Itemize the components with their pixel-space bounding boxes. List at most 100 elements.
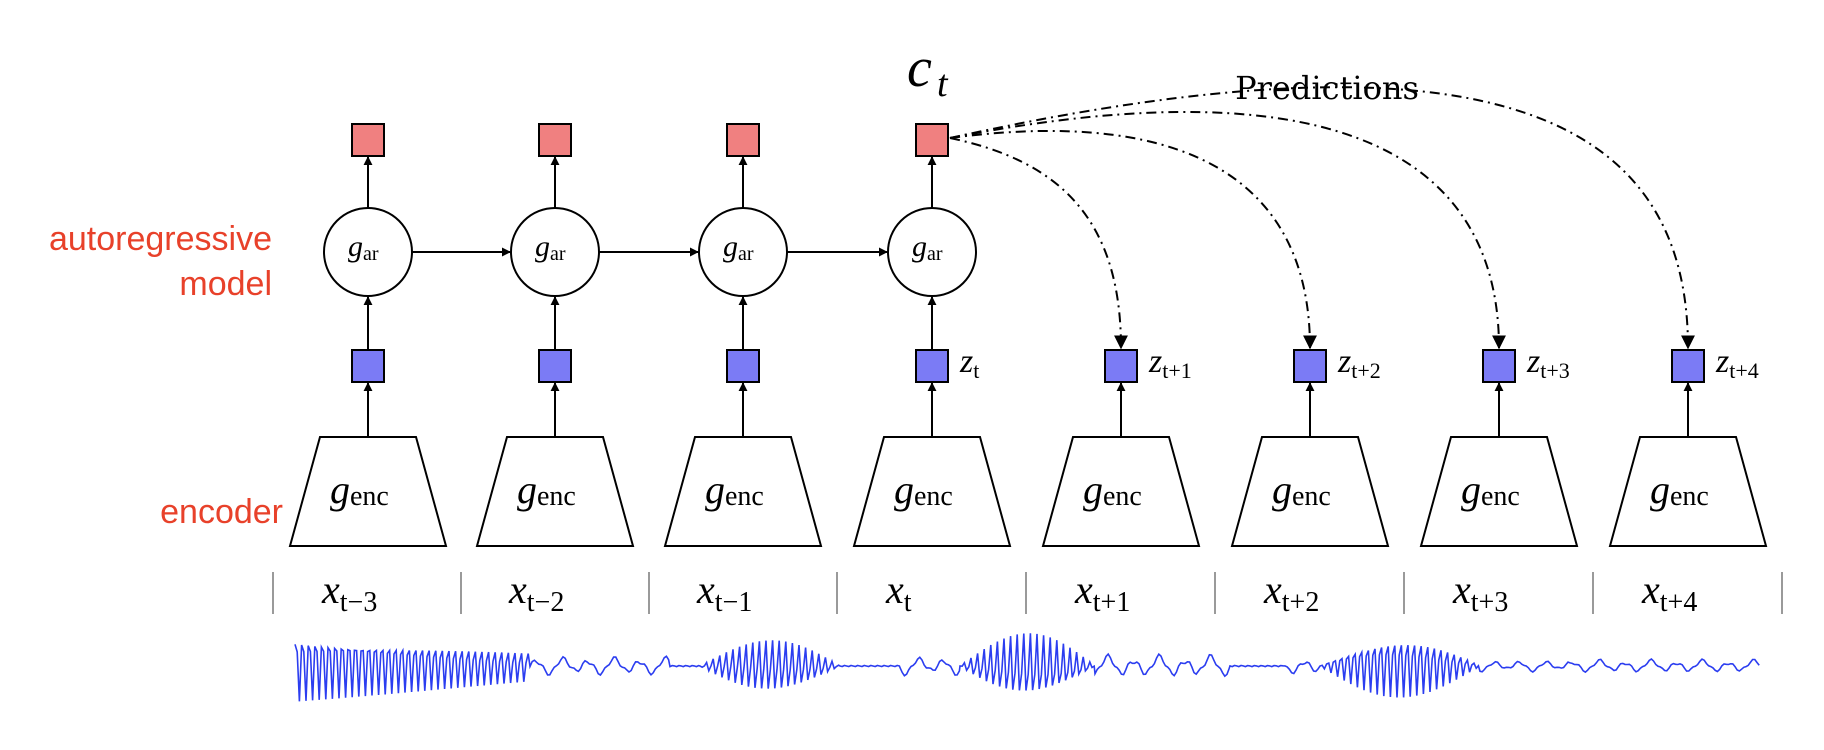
latent-z-square: [1293, 349, 1327, 383]
latent-z-square: [726, 349, 760, 383]
latent-z-label: zt+3: [1526, 343, 1570, 383]
ar-block-label: gar: [535, 230, 566, 265]
input-segment-label-base: x: [1452, 567, 1471, 612]
autoregressive-label-line1: autoregressive: [49, 220, 272, 258]
ar-block-label: gar: [348, 230, 379, 265]
encoder-block-label: genc: [705, 467, 764, 512]
audio-waveform: [294, 633, 1760, 702]
waveform: [294, 633, 1760, 702]
context-label-sub: t: [937, 63, 949, 105]
context-row: [351, 123, 949, 157]
input-segment-label-sub: t−3: [340, 587, 378, 618]
input-segment-label-sub: t: [904, 587, 912, 618]
encoder-block-label-sub: enc: [725, 481, 764, 512]
ar-block-label-base: g: [912, 230, 927, 263]
latent-z-square: [538, 349, 572, 383]
prediction-arrow: [949, 86, 1695, 350]
encoder-block-label-base: g: [517, 467, 537, 512]
latent-z-label: zt+2: [1337, 343, 1381, 383]
input-segment-label-base: x: [696, 567, 715, 612]
ar-block-label-base: g: [723, 230, 738, 263]
context-c-square: [726, 123, 760, 157]
context-label: c t: [907, 37, 949, 105]
input-segment-label-sub: t+2: [1282, 587, 1320, 618]
encoder-block-label-sub: enc: [537, 481, 576, 512]
input-segment-label-base: x: [321, 567, 340, 612]
ar-block-label-base: g: [348, 230, 363, 263]
latent-z-square: [1104, 349, 1138, 383]
encoder-block-label-base: g: [1461, 467, 1481, 512]
prediction-arrow: [949, 137, 1128, 350]
encoder-block-label-base: g: [705, 467, 725, 512]
input-segment-label-base: x: [1074, 567, 1093, 612]
latent-z-label: zt: [959, 343, 979, 383]
latent-z-square: [1671, 349, 1705, 383]
encoder-block: [1608, 436, 1768, 547]
encoder-block-label: genc: [517, 467, 576, 512]
latent-z-label-base: z: [1526, 343, 1540, 380]
latent-z-label: zt+4: [1715, 343, 1759, 383]
input-segment-label-base: x: [885, 567, 904, 612]
latent-z-square: [915, 349, 949, 383]
encoder-block: [663, 436, 823, 547]
context-c-square: [351, 123, 385, 157]
prediction-arrow: [949, 130, 1317, 350]
input-segment-label-sub: t−2: [527, 587, 565, 618]
ar-block-label-sub: ar: [363, 243, 379, 265]
encoder-block-label-base: g: [1083, 467, 1103, 512]
input-segment-label-sub: t+3: [1471, 587, 1509, 618]
encoder-block-label-sub: enc: [350, 481, 389, 512]
input-segment-label: xt−1: [696, 567, 752, 618]
latent-z-label-sub: t+2: [1351, 358, 1381, 383]
input-segment-label: xt: [885, 567, 912, 618]
encoder-block: [1041, 436, 1201, 547]
encoder-block: [1230, 436, 1390, 547]
context-label-base: c: [907, 37, 932, 99]
ar-block: [698, 207, 788, 297]
latent-z-label-sub: t+4: [1729, 358, 1759, 383]
context-c-square: [915, 123, 949, 157]
ar-block: [887, 207, 977, 297]
input-segment-label: xt+3: [1452, 567, 1508, 618]
encoder-block-label: genc: [1272, 467, 1331, 512]
latent-z-label-base: z: [1715, 343, 1729, 380]
encoder-block-label-sub: enc: [1292, 481, 1331, 512]
encoder-block-label-base: g: [894, 467, 914, 512]
latent-z-label-sub: t: [973, 358, 979, 383]
input-segment-label-sub: t−1: [715, 587, 753, 618]
encoder-block-label: genc: [1650, 467, 1709, 512]
latent-z-label-base: z: [959, 343, 973, 380]
input-segment-label: xt+1: [1074, 567, 1130, 618]
encoder-block-label: genc: [330, 467, 389, 512]
encoder-block-label-sub: enc: [914, 481, 953, 512]
input-segment-label-sub: t+4: [1660, 587, 1698, 618]
latent-z-square: [1482, 349, 1516, 383]
input-segment-label-sub: t+1: [1093, 587, 1131, 618]
latent-z-label-sub: t+1: [1162, 358, 1192, 383]
input-segment-label: xt+4: [1641, 567, 1697, 618]
input-segment-label: xt+2: [1263, 567, 1319, 618]
encoder-block: [1419, 436, 1579, 547]
ar-block-label-sub: ar: [550, 243, 566, 265]
encoder-block-label-sub: enc: [1670, 481, 1709, 512]
ar-block-label-sub: ar: [738, 243, 754, 265]
encoder-block: [475, 436, 635, 547]
ar-block: [323, 207, 413, 297]
prediction-arrow: [949, 111, 1506, 350]
encoder-block-label-base: g: [330, 467, 350, 512]
input-segment-label-base: x: [1263, 567, 1282, 612]
autoregressive-label-line2: model: [179, 265, 272, 303]
encoder-block: [852, 436, 1012, 547]
ar-block-label: gar: [723, 230, 754, 265]
encoder-block-label-sub: enc: [1481, 481, 1520, 512]
latent-z-label: zt+1: [1148, 343, 1192, 383]
encoder-label: encoder: [160, 493, 283, 531]
prediction-arrows: [949, 86, 1695, 350]
latent-z-label-sub: t+3: [1540, 358, 1570, 383]
encoder-block-label-sub: enc: [1103, 481, 1142, 512]
encoder-block-label: genc: [1083, 467, 1142, 512]
encoder-block-label-base: g: [1650, 467, 1670, 512]
ar-block: [510, 207, 600, 297]
